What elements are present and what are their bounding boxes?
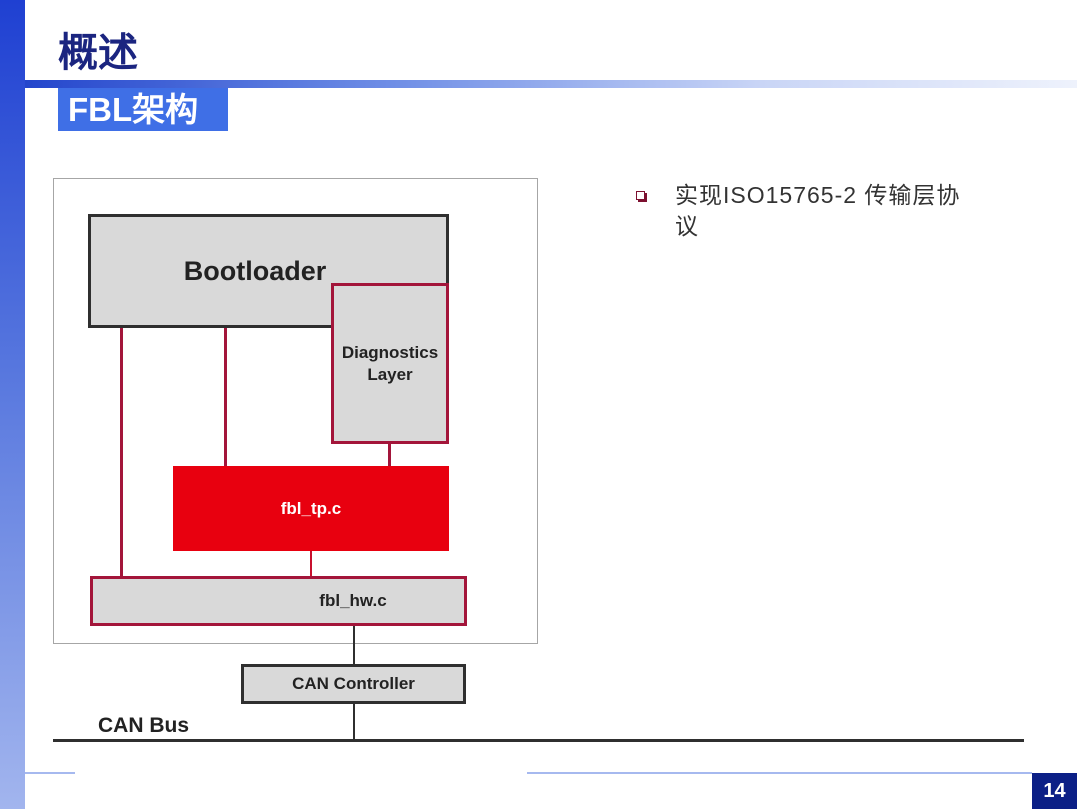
footer-rule-left: [25, 772, 75, 774]
title-underline: [25, 80, 1077, 88]
left-accent-bar: [0, 0, 25, 809]
fbl-hw-label: fbl_hw.c: [319, 591, 387, 610]
section-label: FBL架构: [58, 88, 228, 131]
connector-hw-to-can-controller: [353, 626, 355, 664]
page-number: 14: [1032, 773, 1077, 809]
bullet-item-text: 实现ISO15765-2 传输层协议: [675, 182, 961, 239]
footer-rule-right: [527, 772, 1032, 774]
fbl-tp-box: fbl_tp.c: [173, 466, 449, 551]
fbl-tp-label: fbl_tp.c: [280, 498, 342, 518]
diagnostics-layer-label: Diagnostics Layer: [341, 342, 439, 384]
connector-can-controller-to-bus: [353, 704, 355, 740]
bootloader-label: Bootloader: [183, 255, 327, 286]
bootloader-box: Bootloader: [88, 214, 449, 328]
can-controller-label: CAN Controller: [292, 674, 415, 693]
can-controller-box: CAN Controller: [241, 664, 466, 704]
can-bus-label: CAN Bus: [98, 714, 190, 737]
connector-diagnostics-to-tp: [388, 444, 391, 466]
connector-bootloader-to-hw: [120, 328, 123, 576]
diagnostics-layer-box: Diagnostics Layer: [331, 283, 449, 444]
can-bus-line: [53, 739, 1024, 742]
connector-bootloader-to-tp: [224, 328, 227, 466]
connector-tp-to-hw: [310, 551, 312, 576]
square-bullet-icon: [636, 191, 645, 200]
fbl-hw-box: fbl_hw.c: [90, 576, 467, 626]
slide-title: 概述: [58, 31, 138, 75]
